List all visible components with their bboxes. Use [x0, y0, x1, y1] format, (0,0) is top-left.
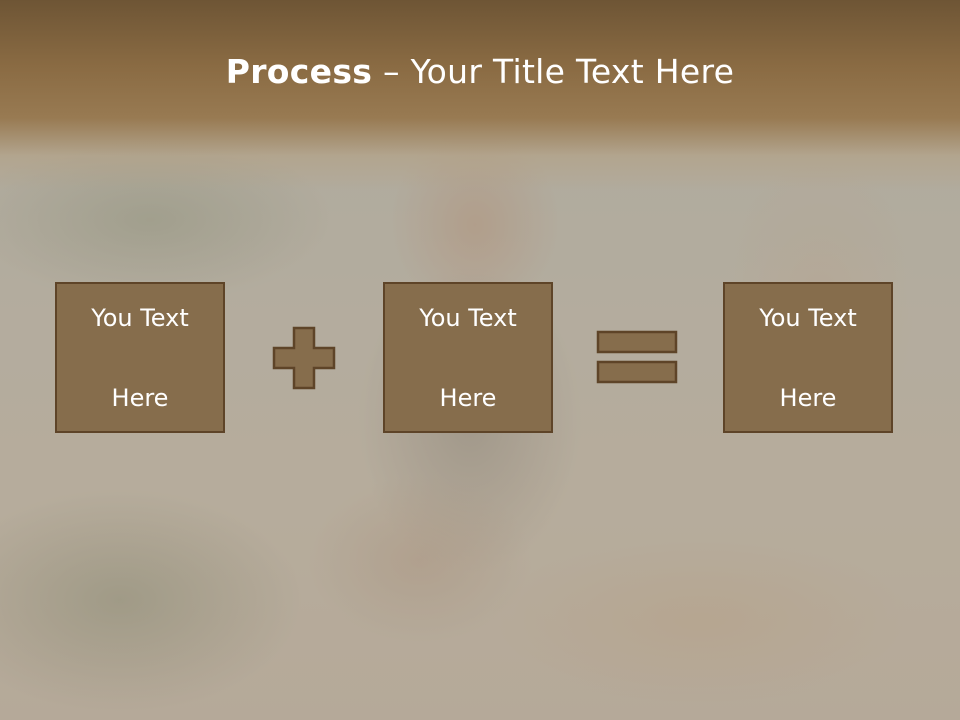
title-bar — [0, 0, 960, 190]
plus-icon — [272, 326, 336, 390]
title-bold-text: Process — [225, 52, 373, 91]
process-box-3-line1: You Text — [759, 303, 857, 332]
title-text: – Your Title Text Here — [372, 52, 735, 91]
process-box-1-line2: Here — [111, 383, 169, 412]
process-box-2-line2: Here — [439, 383, 497, 412]
equals-icon — [596, 330, 678, 384]
slide-title: Process – Your Title Text Here — [0, 52, 960, 91]
process-box-2-line1: You Text — [419, 303, 517, 332]
process-box-3-line2: Here — [779, 383, 837, 412]
process-box-1-line1: You Text — [91, 303, 189, 332]
